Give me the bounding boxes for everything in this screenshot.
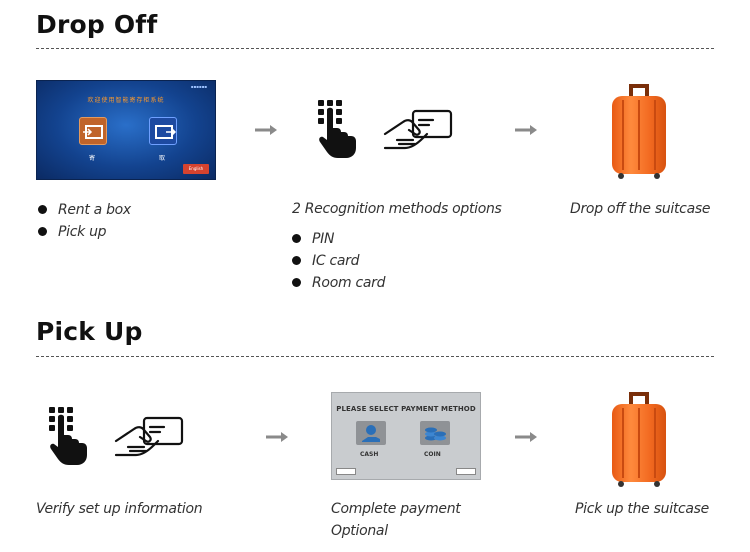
- drop-off-step3-caption: Drop off the suitcase: [570, 201, 711, 217]
- pick-up-step2-optional: Optional: [331, 523, 388, 539]
- list-item: PIN: [290, 228, 385, 250]
- cash-icon: [362, 425, 380, 442]
- cash-option: [356, 421, 386, 445]
- list-item: Rent a box: [36, 199, 131, 221]
- pick-up-step3-caption: Pick up the suitcase: [575, 501, 709, 517]
- coin-option: [420, 421, 450, 445]
- coin-label: COIN: [424, 451, 441, 458]
- kiosk-deposit-button: [79, 117, 107, 145]
- payment-title: PLEASE SELECT PAYMENT METHOD: [336, 405, 476, 413]
- hand-card-icon: [383, 109, 453, 150]
- pick-up-step1-caption: Verify set up information: [36, 501, 203, 517]
- coin-icon: [425, 427, 446, 441]
- kiosk-retrieve-label: 取: [159, 155, 166, 162]
- retrieve-icon: [155, 125, 177, 139]
- list-item: IC card: [290, 250, 385, 272]
- kiosk-deposit-label: 寄: [89, 155, 96, 162]
- drop-off-title: Drop Off: [36, 10, 158, 39]
- drop-off-step1-list: Rent a box Pick up: [36, 199, 131, 243]
- payment-screen: PLEASE SELECT PAYMENT METHOD CASH COIN: [331, 392, 481, 480]
- arrow-right-icon: [266, 432, 288, 442]
- drop-off-step2-caption: 2 Recognition methods options: [292, 201, 502, 217]
- drop-off-divider: [36, 48, 714, 49]
- drop-off-step2-list: PIN IC card Room card: [290, 228, 385, 294]
- kiosk-title: 欢迎使用智能寄存柜系统: [87, 97, 165, 104]
- finger-keypad-icon: [49, 407, 87, 465]
- kiosk-language-button: English: [183, 164, 209, 174]
- pick-up-divider: [36, 356, 714, 357]
- deposit-icon: [83, 125, 103, 139]
- kiosk-header: ▪▪▪▪▪▪: [190, 84, 207, 89]
- list-item: Room card: [290, 272, 385, 294]
- finger-keypad-icon: [318, 100, 356, 158]
- cash-label: CASH: [360, 451, 379, 458]
- payment-next-button: [456, 468, 476, 475]
- list-item: Pick up: [36, 221, 131, 243]
- pick-up-step2-caption: Complete payment: [331, 501, 461, 517]
- suitcase-icon: [612, 84, 666, 179]
- payment-back-button: [336, 468, 356, 475]
- arrow-right-icon: [255, 125, 277, 135]
- hand-card-icon: [114, 416, 184, 457]
- arrow-right-icon: [515, 125, 537, 135]
- suitcase-icon: [612, 392, 666, 487]
- pick-up-title: Pick Up: [36, 317, 143, 346]
- kiosk-retrieve-button: [149, 117, 177, 145]
- kiosk-screen: ▪▪▪▪▪▪ 欢迎使用智能寄存柜系统 寄 取 English: [36, 80, 216, 180]
- arrow-right-icon: [515, 432, 537, 442]
